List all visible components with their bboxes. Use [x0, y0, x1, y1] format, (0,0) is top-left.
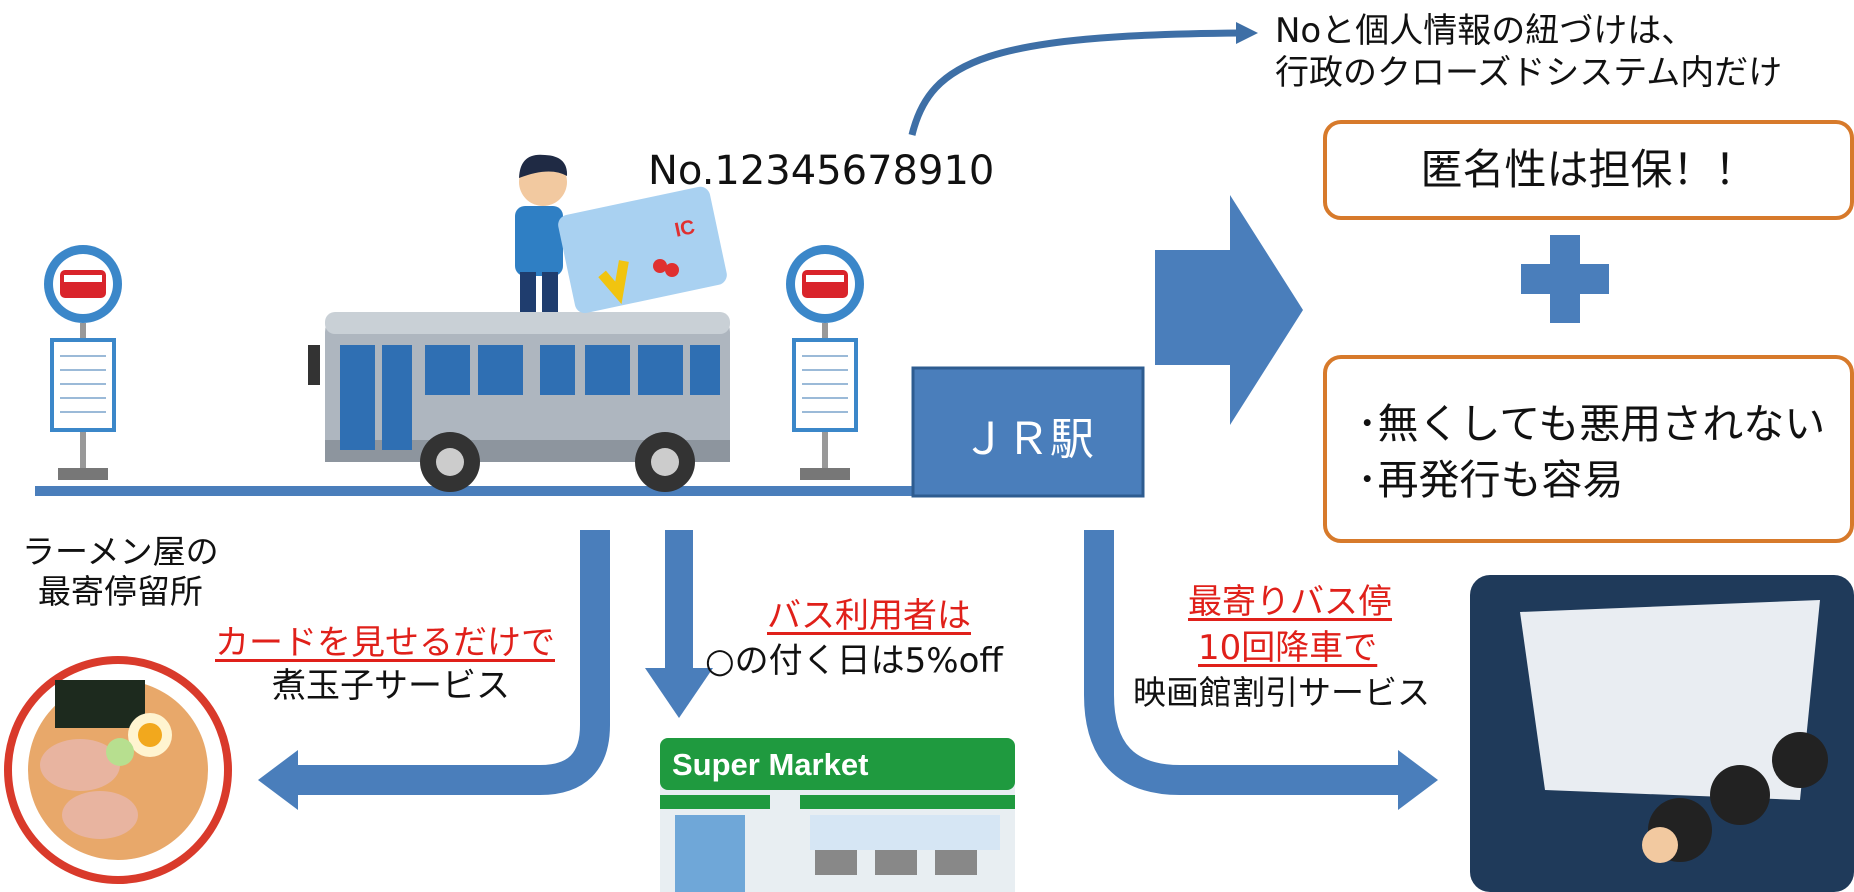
- arrow-to-cinema: [1084, 530, 1438, 810]
- supermarket-service: ○の付く日は5%off: [705, 641, 1003, 681]
- ramen-stop-line2: 最寄停留所: [37, 572, 203, 611]
- supermarket-condition: バス利用者は: [767, 596, 971, 636]
- bus-icon: [308, 312, 730, 492]
- curved-arrow: [908, 22, 1258, 136]
- top-note-line1: Noと個人情報の紐づけは、: [1275, 11, 1696, 51]
- cinema-condition-line2: 10回降車で: [1198, 628, 1378, 668]
- benefits-box: ･無くしても悪用されない ･再発行も容易: [1323, 355, 1854, 543]
- card-number: No.12345678910: [648, 148, 995, 194]
- arrow-to-ramen: [258, 530, 610, 810]
- ramen-service: 煮玉子サービス: [272, 666, 510, 706]
- cinema-service: 映画館割引サービス: [1133, 673, 1430, 712]
- arrow-to-supermarket: [645, 530, 713, 718]
- top-note-line2: 行政のクローズドシステム内だけ: [1275, 53, 1783, 93]
- bus-stop-left-icon: [44, 245, 122, 480]
- bus-stop-right-icon: [786, 245, 864, 480]
- plus-icon: [1521, 235, 1609, 323]
- cinema-icon: [1470, 575, 1854, 892]
- top-note: Noと個人情報の紐づけは、 行政のクローズドシステム内だけ: [1275, 10, 1782, 94]
- ic-card-icon: IC: [558, 186, 727, 314]
- benefit-line1: ･無くしても悪用されない: [1357, 400, 1826, 448]
- big-right-arrow: [1155, 195, 1303, 425]
- road-line: [35, 486, 915, 496]
- ramen-stop-line1: ラーメン屋の: [22, 532, 219, 571]
- benefit-line2: ･再発行も容易: [1357, 456, 1624, 504]
- jr-station-box: [911, 366, 1145, 498]
- anonymity-text: 匿名性は担保！！: [1420, 145, 1757, 194]
- ramen-stop-label: ラーメン屋の 最寄停留所: [22, 532, 219, 612]
- ramen-bowl-icon: [4, 656, 232, 884]
- ramen-condition: カードを見せるだけで: [215, 623, 555, 663]
- anonymity-box: 匿名性は担保！！: [1323, 120, 1854, 220]
- supermarket-sign: Super Market: [672, 747, 868, 782]
- station-label: ＪＲ駅: [962, 414, 1094, 465]
- ic-card-logo: IC: [673, 216, 697, 242]
- person-icon: [515, 154, 568, 312]
- supermarket-icon: Super Market: [660, 738, 1015, 892]
- cinema-condition-line1: 最寄りバス停: [1188, 582, 1392, 622]
